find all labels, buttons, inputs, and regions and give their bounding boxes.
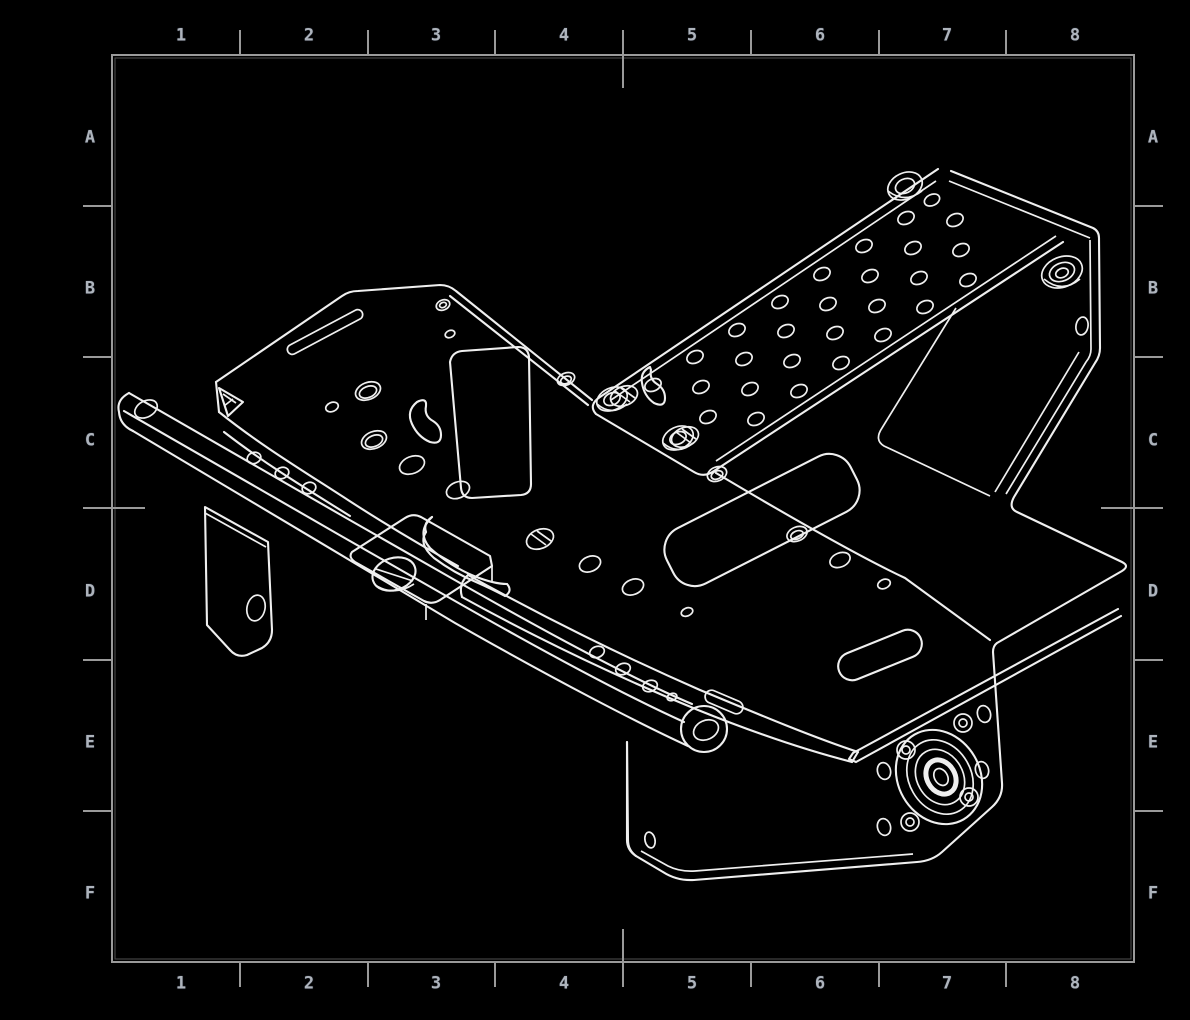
front-rail — [459, 573, 1123, 764]
col-label-top-7: 7 — [941, 25, 953, 46]
row-label-right-c: C — [1147, 430, 1159, 451]
col-label-bottom-7: 7 — [941, 973, 953, 994]
row-label-left-b: B — [84, 278, 96, 299]
row-label-left-e: E — [84, 732, 96, 753]
col-label-top-3: 3 — [430, 25, 442, 46]
col-label-bottom-4: 4 — [558, 973, 570, 994]
perforated-plate — [591, 167, 1065, 476]
row-label-right-a: A — [1147, 127, 1159, 148]
col-label-bottom-2: 2 — [303, 973, 315, 994]
col-label-top-5: 5 — [686, 25, 698, 46]
row-label-right-b: B — [1147, 278, 1159, 299]
row-label-right-f: F — [1147, 883, 1159, 904]
col-label-top-8: 8 — [1069, 25, 1081, 46]
row-label-right-d: D — [1147, 581, 1159, 602]
left-arm — [117, 391, 729, 754]
col-label-bottom-1: 1 — [175, 973, 187, 994]
left-bracket — [203, 505, 274, 657]
col-label-bottom-8: 8 — [1069, 973, 1081, 994]
right-panel — [625, 169, 1128, 882]
col-label-top-4: 4 — [558, 25, 570, 46]
part-drawing — [117, 167, 1128, 882]
row-label-right-e: E — [1147, 732, 1159, 753]
col-label-bottom-5: 5 — [686, 973, 698, 994]
col-label-bottom-6: 6 — [814, 973, 826, 994]
col-label-bottom-3: 3 — [430, 973, 442, 994]
row-label-left-f: F — [84, 883, 96, 904]
row-label-left-d: D — [84, 581, 96, 602]
bottom-panel — [625, 740, 657, 858]
col-label-top-1: 1 — [175, 25, 187, 46]
col-label-top-6: 6 — [814, 25, 826, 46]
row-label-left-a: A — [84, 127, 96, 148]
row-label-left-c: C — [84, 430, 96, 451]
grid-border — [83, 30, 1163, 987]
main-deck — [214, 283, 992, 642]
col-label-top-2: 2 — [303, 25, 315, 46]
bearing-hub — [876, 704, 992, 837]
